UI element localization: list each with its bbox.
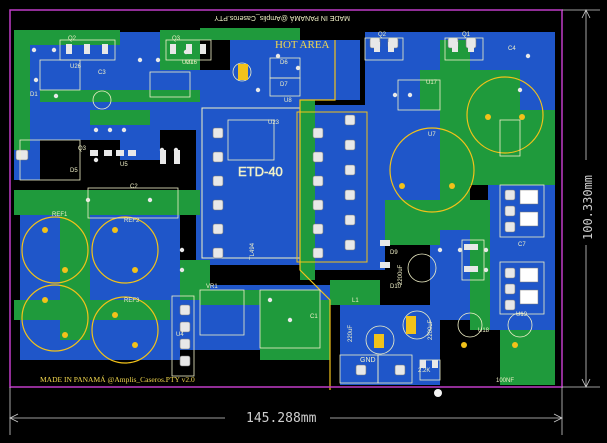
tl-label: TL494 [250, 242, 256, 260]
cap-label-3: 220uF [348, 325, 354, 342]
diode-pads [519, 189, 539, 305]
designator-d10: D10 [390, 284, 402, 290]
designator-d1: D1 [30, 92, 38, 98]
designators: Q2 Q3 Q2 Q1 U26 U27 C3 D1 D6 D7 U8 U5 D5… [30, 32, 528, 338]
dimension-width: 145.288mm [246, 411, 317, 426]
designator-q1-right: Q1 [462, 32, 471, 38]
designator-ref1: REF1 [52, 212, 68, 218]
designator-u16: U16 [186, 60, 198, 66]
hot-area-outline [299, 40, 336, 390]
board-outline [9, 9, 563, 388]
gnd-label: GND [360, 357, 376, 364]
designator-q2-right: Q2 [378, 32, 387, 38]
made-in-label-top: MADE IN PANAMÁ @Amplis_Caseros.PTY [214, 14, 350, 23]
component-outlines [19, 37, 545, 384]
transformer-outline-2 [296, 111, 368, 263]
designator-c7: C7 [518, 242, 526, 248]
led-indicator [434, 389, 442, 397]
pads [42, 64, 525, 348]
designator-u27: U27 [182, 60, 194, 66]
designator-u8: U8 [284, 98, 292, 104]
designator-u26: U26 [70, 64, 82, 70]
cap-label-1: 2200uF [428, 319, 434, 340]
designator-q2-top: Q2 [68, 36, 77, 42]
smd-pads [66, 42, 478, 368]
capacitor-silk-outlines [92, 62, 533, 355]
designator-u5: U5 [120, 162, 128, 168]
designator-c2: C2 [130, 184, 138, 190]
designator-ref3: REF3 [124, 298, 140, 304]
capacitor-outlines [21, 76, 544, 364]
designator-u23: U23 [268, 120, 280, 126]
designator-vr1: VR1 [206, 284, 218, 290]
cap-label-2: 2200uF [398, 264, 404, 285]
designator-d5: D5 [70, 168, 78, 174]
designator-d6: D6 [280, 60, 288, 66]
designator-u18: U18 [478, 328, 490, 334]
vias [31, 47, 531, 323]
designator-ref2: REF2 [124, 218, 140, 224]
transformer-label: ETD-40 [238, 164, 283, 179]
dimension-lines [9, 9, 600, 435]
designator-c1: C1 [310, 314, 318, 320]
designator-q3-top: Q3 [172, 36, 181, 42]
designator-c4: C4 [508, 46, 516, 52]
dimension-height: 100.330mm [581, 175, 595, 240]
designator-c3: C3 [98, 70, 106, 76]
nf-label: 100NF [496, 378, 514, 384]
made-in-label-bottom: MADE IN PANAMÁ @Amplis_Caseros.PTY v2.0 [40, 374, 195, 384]
through-hole-pads [15, 37, 516, 376]
designator-l1: L1 [352, 298, 359, 304]
designator-d9: D9 [390, 250, 398, 256]
designator-u4: U4 [176, 332, 184, 338]
hot-area-label: HOT AREA [275, 39, 330, 51]
designator-u19: U19 [516, 312, 528, 318]
designator-u17: U17 [426, 80, 438, 86]
designator-u7: U7 [428, 132, 436, 138]
designator-q3: Q3 [78, 146, 87, 152]
designator-d7: D7 [280, 82, 288, 88]
res-label: 2.2K [418, 368, 430, 374]
